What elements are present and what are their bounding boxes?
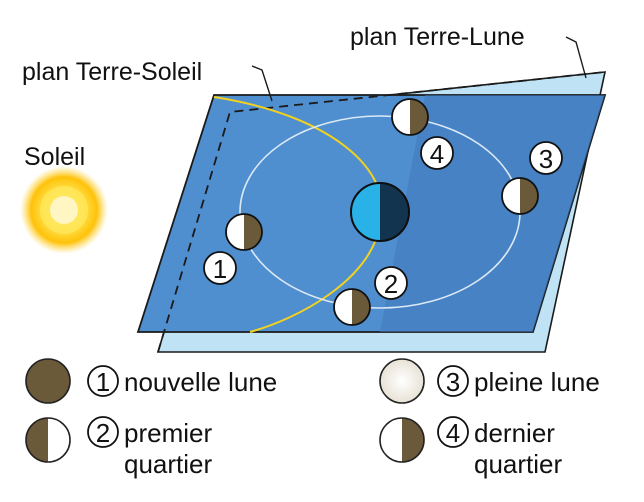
legend-item-last-quarter: 4 dernier quartier <box>379 416 562 479</box>
legend-item-full-moon: 3 pleine lune <box>379 358 600 404</box>
svg-text:1: 1 <box>96 367 110 397</box>
moon-position-4 <box>391 98 429 136</box>
sun <box>20 166 108 254</box>
svg-text:pleine lune: pleine lune <box>474 367 600 397</box>
svg-text:quartier: quartier <box>474 449 562 479</box>
svg-text:2: 2 <box>96 418 110 448</box>
svg-text:premier: premier <box>124 418 212 448</box>
sun-label: Soleil <box>24 143 85 171</box>
earth-sun-plane-label: plan Terre-Soleil <box>22 58 202 86</box>
moon-position-2 <box>333 288 371 326</box>
legend-item-first-quarter: 2 premier quartier <box>25 416 212 479</box>
svg-text:3: 3 <box>539 144 553 174</box>
position-label-4: 4 <box>420 136 454 170</box>
svg-text:2: 2 <box>384 269 398 299</box>
svg-text:nouvelle lune: nouvelle lune <box>124 367 277 397</box>
earth <box>350 182 410 242</box>
svg-text:3: 3 <box>446 367 460 397</box>
svg-text:4: 4 <box>446 418 460 448</box>
position-label-2: 2 <box>374 266 408 300</box>
earth-moon-plane-label: plan Terre-Lune <box>350 23 525 51</box>
earth-moon-plane-hidden-edge <box>157 71 606 353</box>
legend-item-new-moon: 1 nouvelle lune <box>25 358 277 404</box>
moon-position-1 <box>225 213 263 251</box>
moon-position-3 <box>501 177 539 215</box>
earth-moon-plane-leader <box>565 36 587 79</box>
position-label-3: 3 <box>529 141 563 175</box>
svg-text:4: 4 <box>430 139 444 169</box>
earth-sun-plane-leader <box>251 65 273 102</box>
position-label-1: 1 <box>203 251 237 285</box>
svg-text:dernier: dernier <box>474 418 555 448</box>
svg-text:quartier: quartier <box>124 449 212 479</box>
svg-text:1: 1 <box>213 254 227 284</box>
